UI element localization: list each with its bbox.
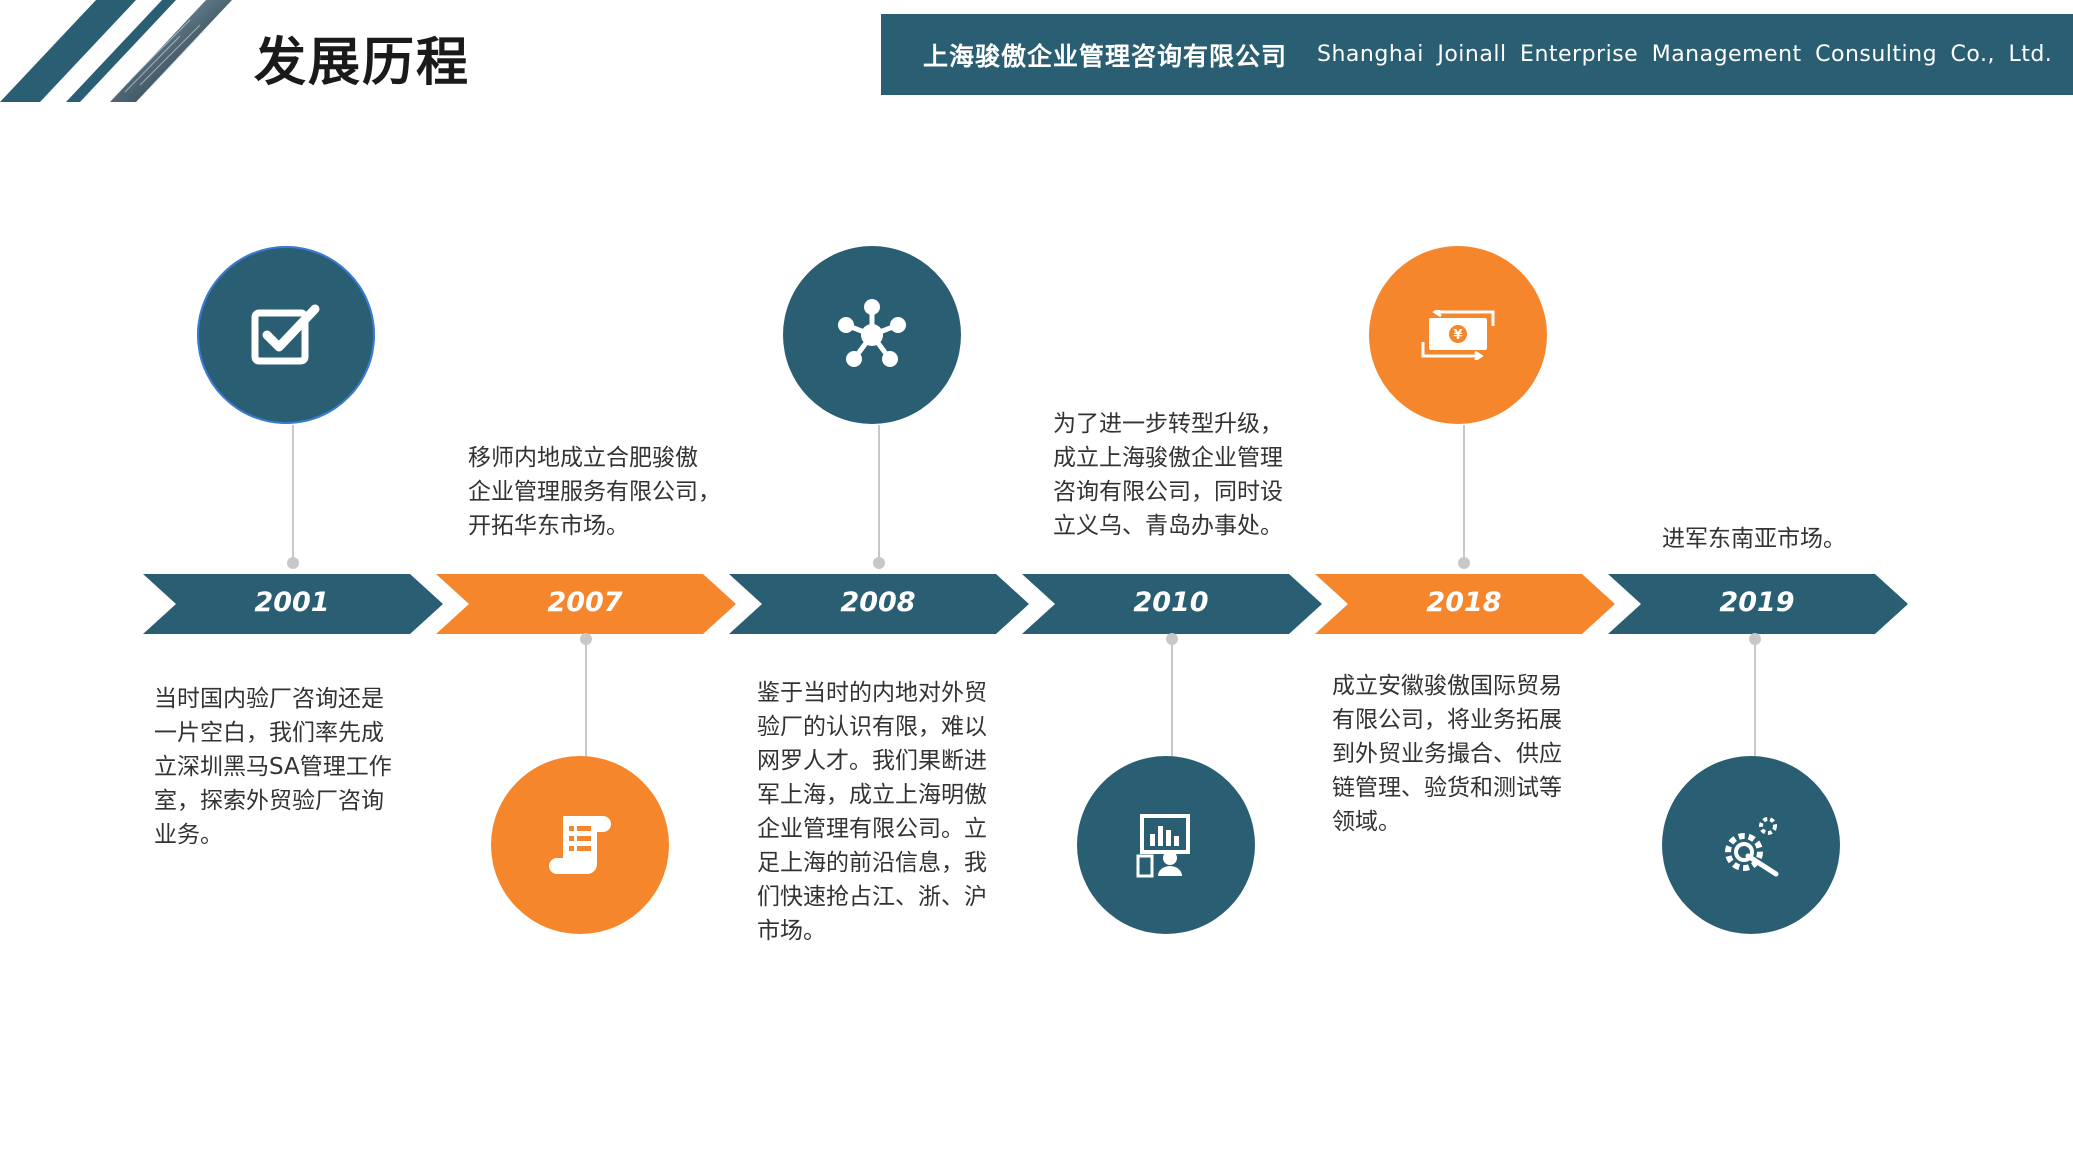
connector-dot [1458,557,1470,569]
arrow-2010 [1022,574,1322,634]
milestone-2018-text: 成立安徽骏傲国际贸易 有限公司，将业务拓展 到外贸业务撮合、供应 链管理、验货和… [1332,673,1562,835]
connector-line [585,640,587,757]
network-icon [838,299,906,367]
connector-line [1754,640,1756,757]
checkbox-icon [251,304,320,365]
milestone-2008-circle [783,246,961,424]
arrow-2019 [1608,574,1908,634]
arrow-2001 [143,574,443,634]
page-title: 发展历程 [254,33,471,93]
year-label: 2018 [1426,587,1502,618]
connector-dot [873,557,885,569]
company-banner: 上海骏傲企业管理咨询有限公司 Shanghai Joinall Enterpri… [881,14,2073,95]
connector-dot [580,633,592,645]
year-label: 2007 [547,587,623,618]
milestone-2019-circle [1662,756,1840,934]
arrow-2008 [729,574,1029,634]
connector-line [878,425,880,565]
milestone-2001-circle [197,246,375,424]
company-name-en: Shanghai Joinall Enterprise Management C… [1317,42,2053,67]
money-exchange-icon: ¥ [1421,310,1495,360]
milestone-2010-text: 为了进一步转型升级， 成立上海骏傲企业管理 咨询有限公司，同时设 立义乌、青岛办… [1053,411,1283,539]
presenter-chart-icon [1136,814,1190,878]
corner-decoration [0,0,232,102]
year-label: 2001 [254,587,330,618]
arrow-2018 [1315,574,1615,634]
document-list-icon [549,816,611,874]
connector-dot [1166,633,1178,645]
milestone-2007-circle [491,756,669,934]
arrow-2007 [436,574,736,634]
connector-line [292,425,294,565]
connector-line [1171,640,1173,757]
connector-line [1463,425,1465,565]
milestone-2001-text: 当时国内验厂咨询还是 一片空白，我们率先成 立深圳黑马SA管理工作 室，探索外贸… [154,686,392,848]
gear-wrench-icon [1725,817,1779,877]
milestone-2010-circle [1077,756,1255,934]
svg-text:¥: ¥ [1453,328,1462,343]
year-label: 2008 [840,587,916,618]
connector-dot [1749,633,1761,645]
milestone-2007-text: 移师内地成立合肥骏傲 企业管理服务有限公司， 开拓华东市场。 [468,445,721,539]
milestone-2019-text: 进军东南亚市场。 [1662,526,1846,552]
milestone-2008-text: 鉴于当时的内地对外贸 验厂的认识有限，难以 网罗人才。我们果断进 军上海，成立上… [757,680,987,944]
company-name-cn: 上海骏傲企业管理咨询有限公司 [923,41,1288,71]
year-label: 2019 [1719,587,1795,618]
milestone-2018-circle: ¥ [1369,246,1547,424]
year-label: 2010 [1133,587,1209,618]
connector-dot [287,557,299,569]
